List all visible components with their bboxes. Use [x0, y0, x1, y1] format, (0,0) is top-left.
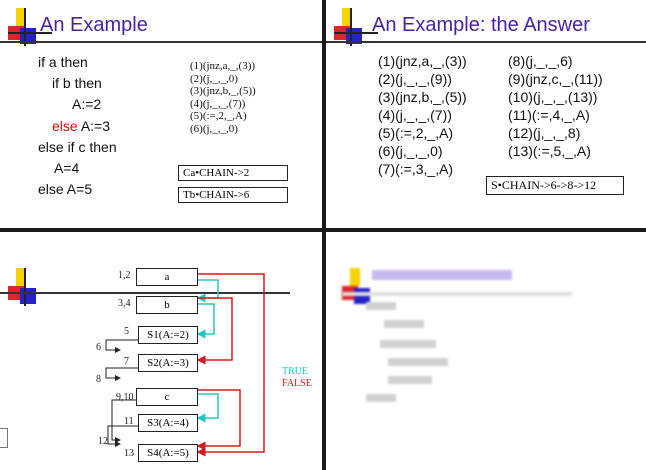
flow-diagram — [105, 273, 265, 457]
step-label: 5 — [124, 326, 129, 337]
step-label: 8 — [96, 374, 101, 385]
flow-node: a — [136, 268, 198, 286]
chain-box: Ca•CHAIN->2 — [178, 165, 288, 181]
code-line: if a then — [38, 54, 88, 70]
step-label: 12 — [98, 436, 108, 447]
blurred-underline — [342, 292, 572, 296]
quadruple-list: (1)(jnz,a,_,(3)) (2)(j,_,_,0) (3)(jnz,b,… — [190, 60, 256, 135]
else-keyword: else — [52, 118, 78, 134]
blurred-line — [384, 320, 424, 328]
blurred-line — [366, 302, 396, 310]
slide-title: An Example: the Answer — [372, 14, 590, 36]
slide-title: An Example — [40, 14, 148, 36]
code-line: A:=2 — [72, 96, 102, 112]
blurred-line — [366, 394, 396, 402]
title-decoration-icon — [8, 8, 52, 46]
flow-node: S2(A:=3) — [138, 354, 198, 372]
code-line: if b then — [52, 75, 102, 91]
blurred-line — [388, 376, 432, 384]
flow-node: b — [136, 296, 198, 314]
step-label: 9,10 — [116, 392, 134, 403]
code-line: else A:=3 — [52, 118, 111, 134]
horizontal-divider — [0, 228, 646, 232]
title-underline — [326, 41, 646, 43]
page-edge-marker — [0, 428, 8, 448]
flow-node: c — [136, 388, 198, 406]
chain-box: Tb•CHAIN->6 — [178, 187, 288, 203]
legend-true: TRUE — [282, 366, 309, 377]
step-label: 11 — [124, 416, 134, 427]
step-label: 6 — [96, 342, 101, 353]
title-underline — [0, 41, 322, 43]
answer-quadruples-right: (8)(j,_,_,6) (9)(jnz,c,_,(11)) (10)(j,_,… — [508, 53, 603, 159]
step-label: 1,2 — [118, 270, 131, 281]
chain-box: S•CHAIN->6->8->12 — [486, 176, 624, 195]
step-label: 7 — [124, 356, 129, 367]
code-line: else if c then — [38, 139, 117, 155]
slide-flow-diagram: a b S1(A:=2) S2(A:=3) c S3(A:=4) S4(A:=5… — [0, 232, 322, 470]
title-decoration-icon — [334, 8, 378, 46]
answer-quadruples-left: (1)(jnz,a,_,(3)) (2)(j,_,_,(9)) (3)(jnz,… — [378, 53, 467, 177]
slide-answer: An Example: the Answer (1)(jnz,a,_,(3)) … — [326, 0, 646, 228]
flow-node: S4(A:=5) — [138, 444, 198, 462]
blurred-title — [372, 270, 512, 280]
step-label: 3,4 — [118, 298, 131, 309]
step-label: 13 — [124, 448, 134, 459]
vertical-divider — [322, 0, 326, 470]
blurred-line — [380, 340, 436, 348]
code-line: else A=5 — [38, 181, 93, 197]
title-underline — [0, 292, 290, 294]
slide-blurred — [326, 232, 646, 470]
blurred-line — [388, 358, 448, 366]
flow-node: S3(A:=4) — [138, 414, 198, 432]
legend-false: FALSE — [282, 378, 312, 389]
flow-node: S1(A:=2) — [138, 326, 198, 344]
slide-example: An Example if a then if b then A:=2 else… — [0, 0, 322, 228]
title-decoration-icon — [342, 268, 376, 304]
code-line: A=4 — [54, 160, 80, 176]
